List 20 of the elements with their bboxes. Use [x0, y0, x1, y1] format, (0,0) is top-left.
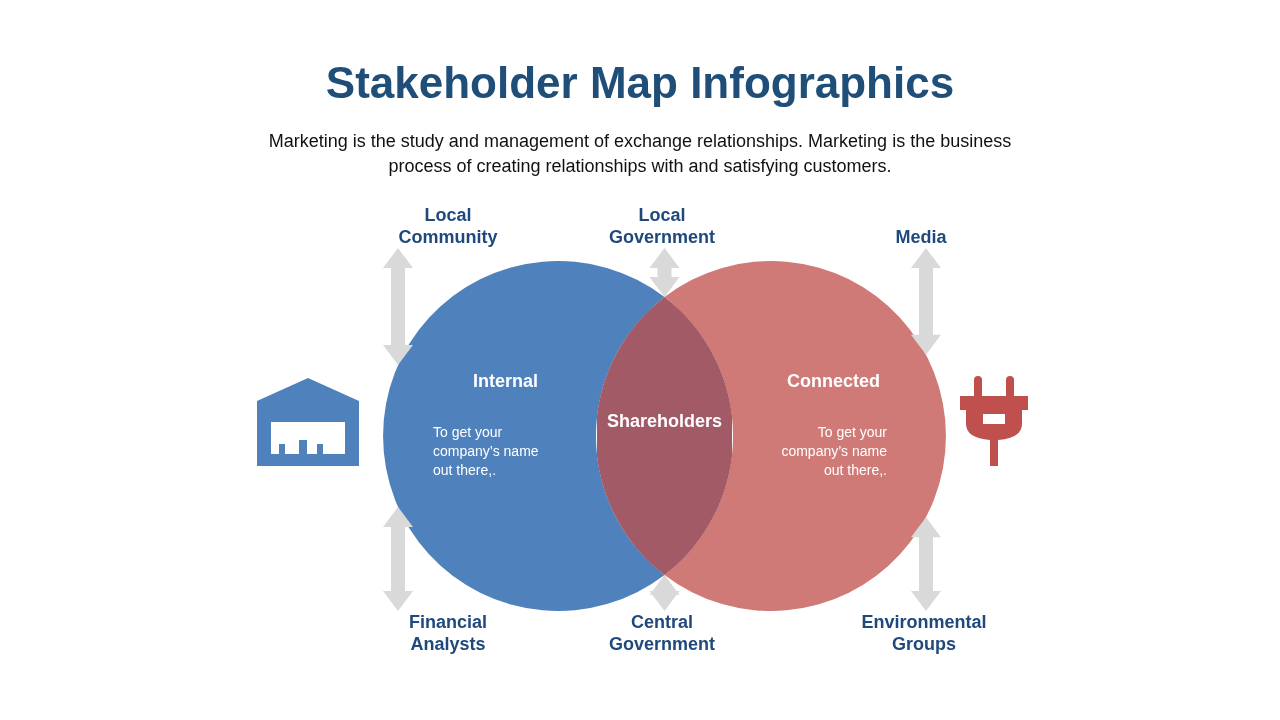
title: Stakeholder Map Infographics	[324, 58, 956, 108]
heading-text: Shareholders	[605, 411, 723, 432]
double-arrow	[383, 248, 413, 366]
double-arrow	[911, 248, 941, 355]
subtitle-text: Marketing is the study and management of exchange relationships. Marketing is the business process of creating relationships with and satisfying customers.	[267, 130, 1013, 178]
body-text: To get your company’s name out there,.	[433, 423, 540, 480]
double-arrow	[383, 506, 413, 611]
body-text: To get your company’s name out there,.	[780, 423, 887, 480]
stakeholder-label: Financial Analysts	[408, 611, 488, 655]
venn-overlap	[597, 297, 732, 575]
stakeholder-label: Media	[894, 226, 948, 248]
stakeholder-label: Local Community	[397, 204, 499, 248]
heading-text: Internal	[473, 371, 538, 392]
double-arrow	[649, 575, 680, 611]
double-arrow	[911, 517, 941, 611]
heading-text: Connected	[786, 371, 881, 392]
double-arrow	[649, 248, 680, 297]
stakeholder-label: Central Government	[608, 611, 716, 655]
stakeholder-label: Local Government	[608, 204, 716, 248]
stakeholder-label: Environmental Groups	[860, 611, 988, 655]
